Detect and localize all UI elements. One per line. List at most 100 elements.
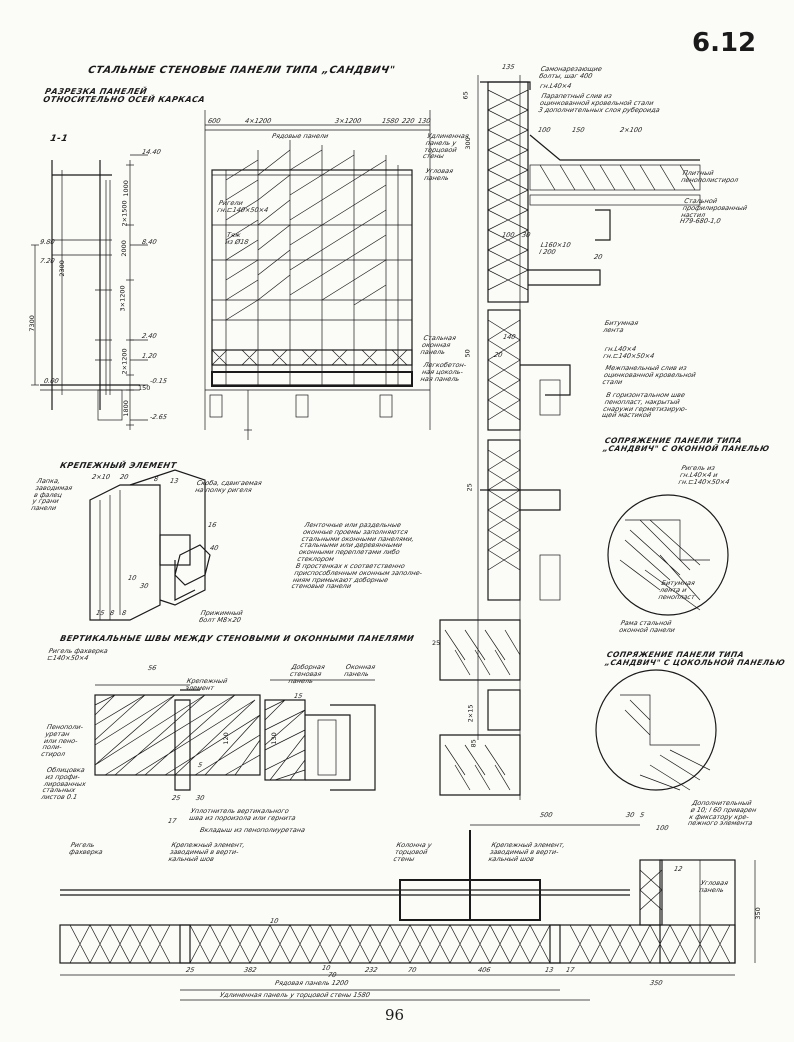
level-label: -0.15 <box>149 377 168 385</box>
dimension-label: 350 <box>753 907 762 920</box>
dimension-label: 20 <box>593 253 604 261</box>
dimension-label: 130 <box>269 732 278 745</box>
dimension-label: 16 <box>207 521 218 529</box>
dimension-label: 2×10 <box>91 473 111 481</box>
dimension-label: 65 <box>461 91 470 100</box>
dimension-label: 3×1200 <box>118 285 127 312</box>
dimension-label: 10 <box>269 917 280 925</box>
elevation-drawing <box>204 110 431 440</box>
window-node-drawing <box>439 309 571 796</box>
dimension-label: 1800 <box>121 400 130 417</box>
angle2-label: L160×10 l 200 <box>538 241 572 256</box>
dimension-label: 220 <box>401 117 416 125</box>
profiles-label: гн.L40×4 гн.⊏140×50×4 <box>602 345 656 360</box>
window-joint-bitumen-label: Битумная лента и пенопласт <box>657 579 696 601</box>
dimension-label: 100 <box>537 126 552 134</box>
concrete-plinth-panel-label: Легкобетон- ная цоколь- ная панель <box>419 361 467 383</box>
level-label: 14.40 <box>141 148 162 156</box>
level-label: 0.00 <box>43 377 60 385</box>
plan-rigel-label: Ригель фахверка <box>68 841 104 856</box>
level-label: 9.80 <box>39 238 56 246</box>
dimension-label: 135 <box>501 63 516 71</box>
page-number: 6.12 <box>692 28 757 58</box>
window-joint-detail-circle <box>607 494 729 616</box>
dimension-label: 12 <box>673 865 684 873</box>
dimension-label: 70 <box>407 966 418 974</box>
vertical-joints-title: ВЕРТИКАЛЬНЫЕ ШВЫ МЕЖДУ СТЕНОВЫМИ И ОКОНН… <box>59 634 416 643</box>
plan-fastener-label: Крепежный элемент, заводимый в верти- ка… <box>167 841 246 863</box>
fastener-title: КРЕПЕЖНЫЙ ЭЛЕМЕНТ <box>59 461 178 470</box>
bitumen-tape-label: Битумная лента <box>602 319 640 334</box>
dimension-label: 25 <box>185 966 196 974</box>
corner-panel-label: Угловая панель <box>423 167 454 182</box>
bolts-label: Самонарезающие болты, шаг 400 <box>538 65 603 80</box>
dimension-label: 40 <box>209 544 220 552</box>
page-footer-number: 96 <box>385 1006 405 1024</box>
dimension-label: 600 <box>207 117 222 125</box>
fastener-bolt-label: Прижимный болт М8×20 <box>198 609 244 624</box>
plan-corner-label: Угловая панель <box>698 879 729 894</box>
level-label: 8.40 <box>141 238 158 246</box>
dimension-label: 1580 <box>381 117 400 125</box>
dimension-label: 30 <box>139 582 150 590</box>
angle-label: гн.L40×4 <box>539 82 573 90</box>
dimension-label: 500 <box>539 811 554 819</box>
main-title: СТАЛЬНЫЕ СТЕНОВЫЕ ПАНЕЛИ ТИПА „САНДВИЧ" <box>86 65 397 76</box>
dimension-label: 70 <box>327 971 338 979</box>
dimension-label: 140 <box>502 333 517 341</box>
dimension-label: 15 <box>95 609 106 617</box>
long-panel-label: Удлиненная панель у торцовой стены <box>422 132 470 161</box>
parapet-label: Парапетный слив из оцинкованной кровельн… <box>537 92 661 114</box>
dimension-label: 150 <box>138 384 151 392</box>
rigel-fachwerk-label: Ригель фахверка ⊏140×50×4 <box>46 647 109 662</box>
dimension-label: 30 <box>195 794 206 802</box>
inserts-label: Вкладыш из пенополиуретана <box>199 826 306 834</box>
dimension-label: 13 <box>169 477 180 485</box>
foam-seam-label: В горизонтальном шве пенопласт, накрытый… <box>601 391 689 420</box>
rigel-label: Ригели гн.⊏140×50×4 <box>216 199 270 214</box>
ppu-label: Пенополи- уретан или пено- поли- стирол <box>40 723 84 759</box>
window-joint-rigel-label: Ригель из гн.L40×4 и гн.⊏140×50×4 <box>677 464 731 486</box>
plan-column-label: Колонна у торцовой стены <box>392 841 433 863</box>
row-panels-label: Рядовые панели <box>271 132 330 140</box>
level-label: -2.65 <box>149 413 168 421</box>
plan-long-panel-label: Удлиненная панель у торцовой стены 1580 <box>219 991 371 999</box>
fastener-bracket-label: Скоба, сдвигаемая на полку ригеля <box>194 479 263 494</box>
foam-label: Плитный пенополистирол <box>680 169 740 184</box>
dimension-label: 382 <box>243 966 258 974</box>
dimension-label: 150 <box>571 126 586 134</box>
dimension-label: 25 <box>465 483 474 492</box>
extra-panel-label: Доборная стеновая панель <box>287 663 326 685</box>
dimension-label: 10 <box>127 574 138 582</box>
dimension-label: 1000 <box>121 180 130 197</box>
dimension-label: 17 <box>565 966 576 974</box>
flashing-label: Межпанельный слив из оцинкованной кровел… <box>601 364 697 386</box>
dimension-label: 15 <box>293 692 304 700</box>
dimension-label: 406 <box>477 966 492 974</box>
vertical-joints-drawing <box>94 679 376 791</box>
section-1-1-label: 1-1 <box>49 134 69 144</box>
plinth-extra-label: Дополнительный ø 10; l 60 приварен к фик… <box>687 799 758 828</box>
dimension-label: 232 <box>364 966 379 974</box>
dimension-label: 30 <box>625 811 636 819</box>
dimension-label: 25 <box>171 794 182 802</box>
plan-fastener2-label: Крепежный элемент, заводимый в верти- ка… <box>487 841 566 863</box>
section-title: РАЗРЕЗКА ПАНЕЛЕЙ ОТНОСИТЕЛЬНО ОСЕЙ КАРКА… <box>42 87 206 105</box>
plinth-joint-detail-circle <box>595 669 717 791</box>
window-types-note: Ленточные или раздельные оконные проемы … <box>290 521 423 591</box>
level-label: 7.20 <box>39 257 56 265</box>
window-panel-label: Оконная панель <box>343 663 377 678</box>
dimension-label: 2×1200 <box>120 348 129 375</box>
window-joint-title: СОПРЯЖЕНИЕ ПАНЕЛИ ТИПА „САНДВИЧ" С ОКОНН… <box>602 436 771 453</box>
dimension-label: 20 <box>119 473 130 481</box>
dimension-label: 130 <box>417 117 432 125</box>
dimension-label: 13 <box>544 966 555 974</box>
tie-label: Тяж из Ø18 <box>224 231 250 246</box>
dimension-label: 2×15 <box>466 704 475 723</box>
plan-drawing <box>59 824 756 1001</box>
dimension-label: 300 <box>463 137 472 150</box>
dimension-label: 100 <box>501 231 516 239</box>
dimension-label: 120 <box>221 732 230 745</box>
dimension-label: 3×1200 <box>334 117 363 125</box>
section-1-1-drawing <box>31 154 148 430</box>
